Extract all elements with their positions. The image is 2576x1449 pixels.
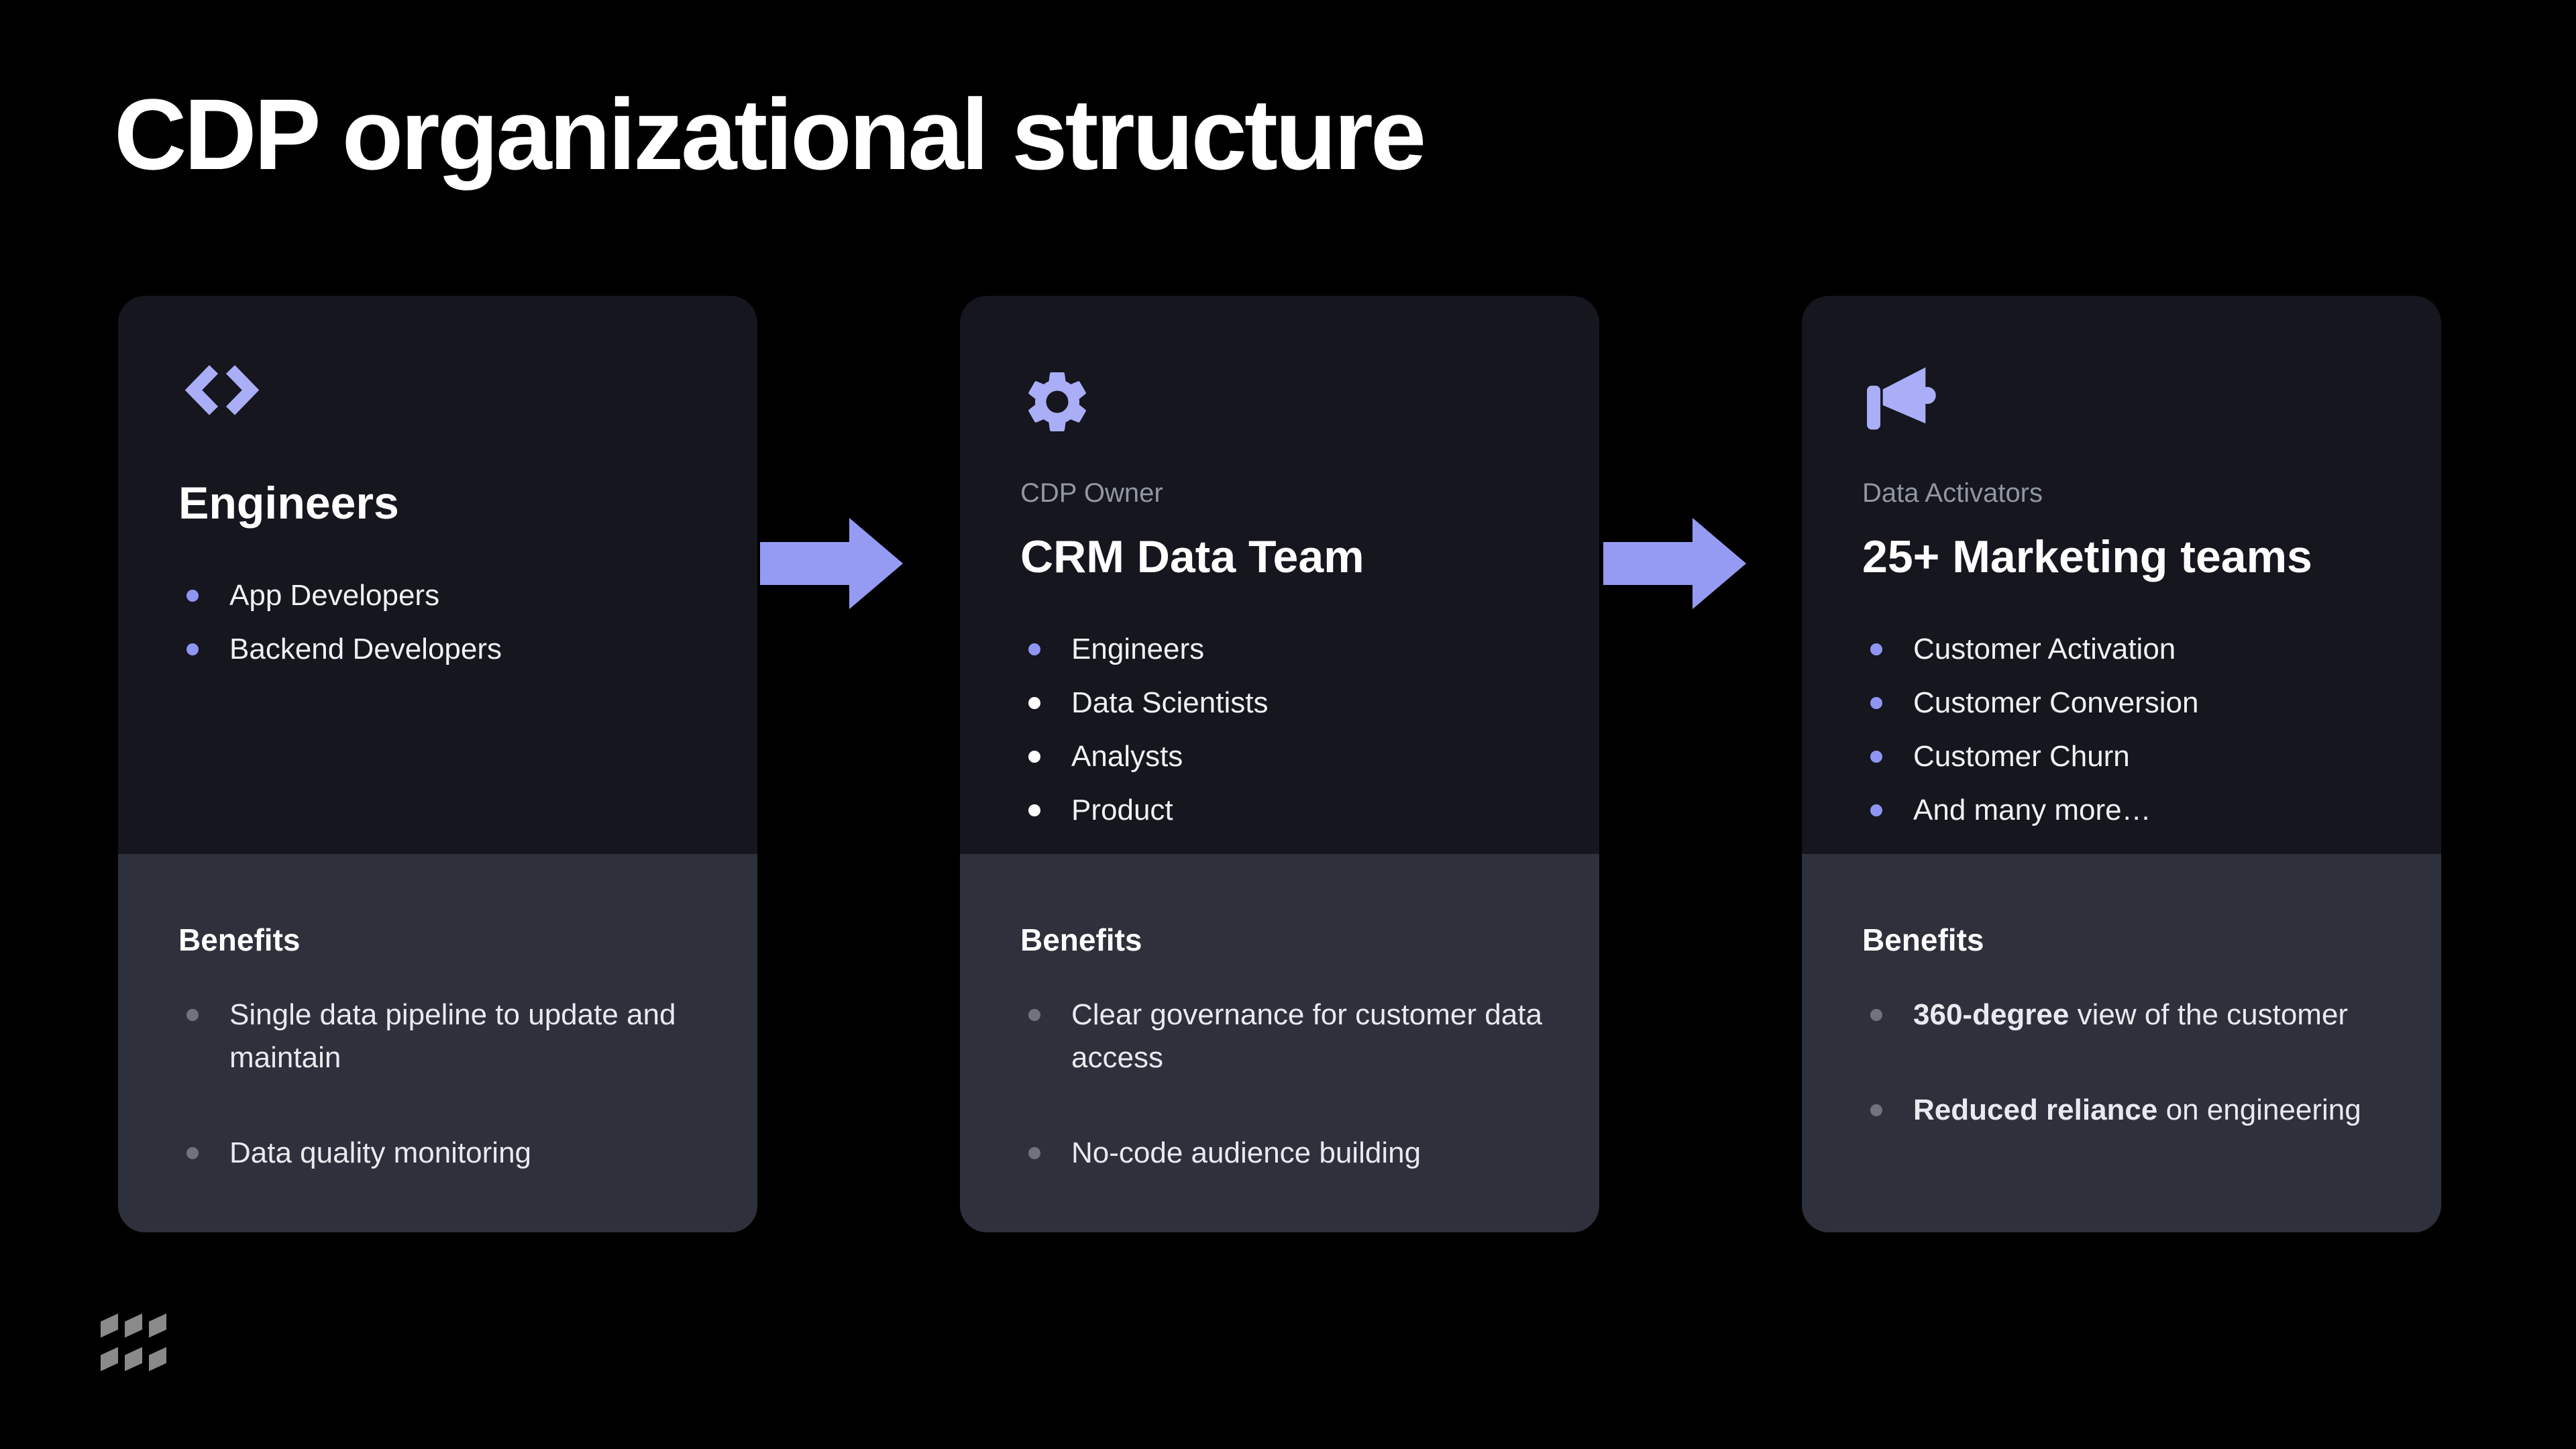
benefit-item: Reduced reliance on engineering xyxy=(1862,1089,2401,1132)
list-item: Analysts xyxy=(1020,730,1552,784)
benefit-item: No-code audience building xyxy=(1020,1132,1559,1175)
benefit-list: Single data pipeline to update and maint… xyxy=(178,994,717,1175)
benefits-heading: Benefits xyxy=(1020,922,1142,957)
bullet-dot xyxy=(186,590,199,602)
card-label: CDP Owner xyxy=(1020,478,1163,508)
bullet-dot xyxy=(186,643,199,655)
list-item: Product xyxy=(1020,784,1552,837)
bullet-dot xyxy=(186,1147,199,1159)
card-heading: CRM Data Team xyxy=(1020,531,1364,582)
card-marketing-teams: Data Activators 25+ Marketing teams Cust… xyxy=(1802,296,2441,1232)
gear-icon-svg xyxy=(1028,372,1086,431)
card-engineers-top: Engineers App Developers Backend Develop… xyxy=(118,296,757,854)
list-item: App Developers xyxy=(178,569,710,623)
card-heading: Engineers xyxy=(178,478,399,529)
list-item-text: Product xyxy=(1071,794,1173,826)
bullet-dot xyxy=(1870,1104,1882,1116)
gear-icon xyxy=(1020,365,1552,439)
list-item-text: Analysts xyxy=(1071,740,1183,773)
role-list: App Developers Backend Developers xyxy=(178,569,710,676)
benefits-heading: Benefits xyxy=(178,922,301,957)
benefits-section: Benefits Clear governance for customer d… xyxy=(960,854,1599,1232)
benefit-text: on engineering xyxy=(2157,1093,2361,1126)
benefit-text: view of the customer xyxy=(2069,998,2349,1031)
list-item: Customer Conversion xyxy=(1862,676,2394,730)
list-item-text: Backend Developers xyxy=(229,633,502,665)
bullet-dot xyxy=(1028,697,1040,709)
benefits-heading: Benefits xyxy=(1862,922,1984,957)
benefit-item: Single data pipeline to update and maint… xyxy=(178,994,717,1079)
list-item-text: App Developers xyxy=(229,579,440,612)
benefits-section: Benefits 360-degree view of the customer… xyxy=(1802,854,2441,1232)
bullet-dot xyxy=(1028,1009,1040,1021)
card-label: Data Activators xyxy=(1862,478,2043,508)
role-list: Customer Activation Customer Conversion … xyxy=(1862,623,2394,837)
benefit-text: Clear governance for customer data acces… xyxy=(1071,998,1542,1074)
bullet-dot xyxy=(1870,1009,1882,1021)
bullet-dot xyxy=(1028,1147,1040,1159)
bullet-dot xyxy=(1028,751,1040,763)
list-item: Customer Activation xyxy=(1862,623,2394,676)
list-item: Engineers xyxy=(1020,623,1552,676)
hatch-logo xyxy=(101,1313,166,1371)
benefit-text: Data quality monitoring xyxy=(229,1136,532,1169)
card-heading: 25+ Marketing teams xyxy=(1862,531,2312,582)
benefit-list: Clear governance for customer data acces… xyxy=(1020,994,1559,1175)
code-icon-svg xyxy=(184,365,260,415)
benefit-item: 360-degree view of the customer xyxy=(1862,994,2401,1036)
card-crm-data-team: CDP Owner CRM Data Team Engineers Data S… xyxy=(960,296,1599,1232)
benefits-section: Benefits Single data pipeline to update … xyxy=(118,854,757,1232)
list-item-text: Customer Conversion xyxy=(1913,686,2199,719)
bullet-dot xyxy=(1028,643,1040,655)
bullet-dot xyxy=(1870,643,1882,655)
bullet-dot xyxy=(1870,751,1882,763)
card-engineers: Engineers App Developers Backend Develop… xyxy=(118,296,757,1232)
benefit-text: Single data pipeline to update and maint… xyxy=(229,998,676,1074)
card-marketing-top: Data Activators 25+ Marketing teams Cust… xyxy=(1802,296,2441,854)
cards-row: Engineers App Developers Backend Develop… xyxy=(118,296,2441,1232)
list-item: Customer Churn xyxy=(1862,730,2394,784)
code-icon xyxy=(178,365,710,439)
list-item-text: Customer Churn xyxy=(1913,740,2130,773)
list-item-text: Customer Activation xyxy=(1913,633,2176,665)
megaphone-icon-svg xyxy=(1867,367,1936,430)
benefit-item: Data quality monitoring xyxy=(178,1132,717,1175)
list-item: Data Scientists xyxy=(1020,676,1552,730)
card-crm-top: CDP Owner CRM Data Team Engineers Data S… xyxy=(960,296,1599,854)
benefit-text: No-code audience building xyxy=(1071,1136,1421,1169)
bullet-dot xyxy=(1028,804,1040,816)
list-item-text: And many more… xyxy=(1913,794,2151,826)
bullet-dot xyxy=(1870,697,1882,709)
list-item-text: Engineers xyxy=(1071,633,1205,665)
benefit-list: 360-degree view of the customer Reduced … xyxy=(1862,994,2401,1132)
role-list: Engineers Data Scientists Analysts Produ… xyxy=(1020,623,1552,837)
page-title: CDP organizational structure xyxy=(114,78,1426,191)
megaphone-icon xyxy=(1862,365,2394,439)
arrow-right-icon xyxy=(760,518,903,609)
bullet-dot xyxy=(186,1009,199,1021)
list-item: Backend Developers xyxy=(178,623,710,676)
benefit-bold-text: Reduced reliance xyxy=(1913,1093,2158,1126)
bullet-dot xyxy=(1870,804,1882,816)
arrow-right-icon xyxy=(1603,518,1746,609)
list-item: And many more… xyxy=(1862,784,2394,837)
list-item-text: Data Scientists xyxy=(1071,686,1269,719)
benefit-item: Clear governance for customer data acces… xyxy=(1020,994,1559,1079)
benefit-bold-text: 360-degree xyxy=(1913,998,2070,1031)
